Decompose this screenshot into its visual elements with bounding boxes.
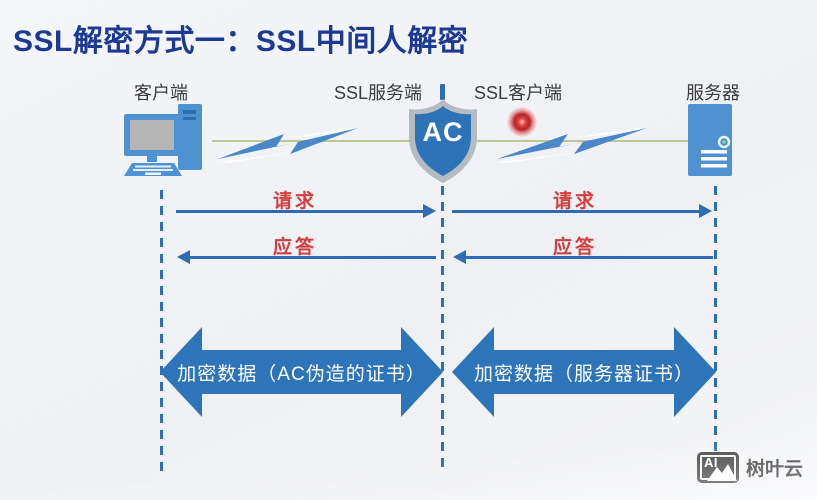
- client-lifeline: [160, 190, 163, 472]
- logo-mountain-icon: [707, 464, 737, 481]
- client-label: 客户端: [134, 83, 188, 103]
- server-icon: [686, 102, 734, 183]
- laser-pointer-dot: [507, 107, 537, 137]
- encrypted-data-left-label: 加密数据（AC伪造的证书）: [177, 364, 426, 385]
- request-left-label: 请求: [273, 191, 318, 212]
- response-right-arrow: [453, 250, 713, 264]
- response-left-label: 应答: [273, 237, 318, 258]
- brand-watermark: AI 树叶云: [697, 452, 803, 483]
- brand-name: 树叶云: [746, 459, 804, 480]
- ssl-client-label: SSL客户端: [474, 83, 563, 103]
- encrypted-data-right-label: 加密数据（服务器证书）: [473, 364, 694, 385]
- ssl-server-label: SSL服务端: [334, 83, 423, 103]
- response-right-label: 应答: [553, 237, 598, 258]
- server-label: 服务器: [686, 83, 740, 103]
- shield-icon: [404, 97, 482, 190]
- page-title: SSL解密方式一：SSL中间人解密: [13, 25, 469, 58]
- logo-ai-text: AI: [704, 455, 718, 470]
- lightning-left-icon: [218, 126, 358, 169]
- encrypted-data-left-arrow: 加密数据（AC伪造的证书）: [160, 325, 443, 420]
- encrypted-data-right-arrow: 加密数据（服务器证书）: [452, 325, 716, 420]
- request-right-label: 请求: [553, 191, 598, 212]
- request-right-arrow: [452, 204, 712, 218]
- mitm-lifeline: [441, 186, 444, 472]
- computer-icon: [122, 102, 212, 185]
- shield-ac-label: AC: [422, 117, 464, 147]
- ai-image-logo-icon: AI: [697, 452, 739, 483]
- request-left-arrow: [176, 204, 436, 218]
- lightning-right-icon: [497, 126, 647, 169]
- server-lifeline: [714, 186, 717, 452]
- label-separator: [440, 84, 445, 100]
- response-left-arrow: [177, 250, 436, 264]
